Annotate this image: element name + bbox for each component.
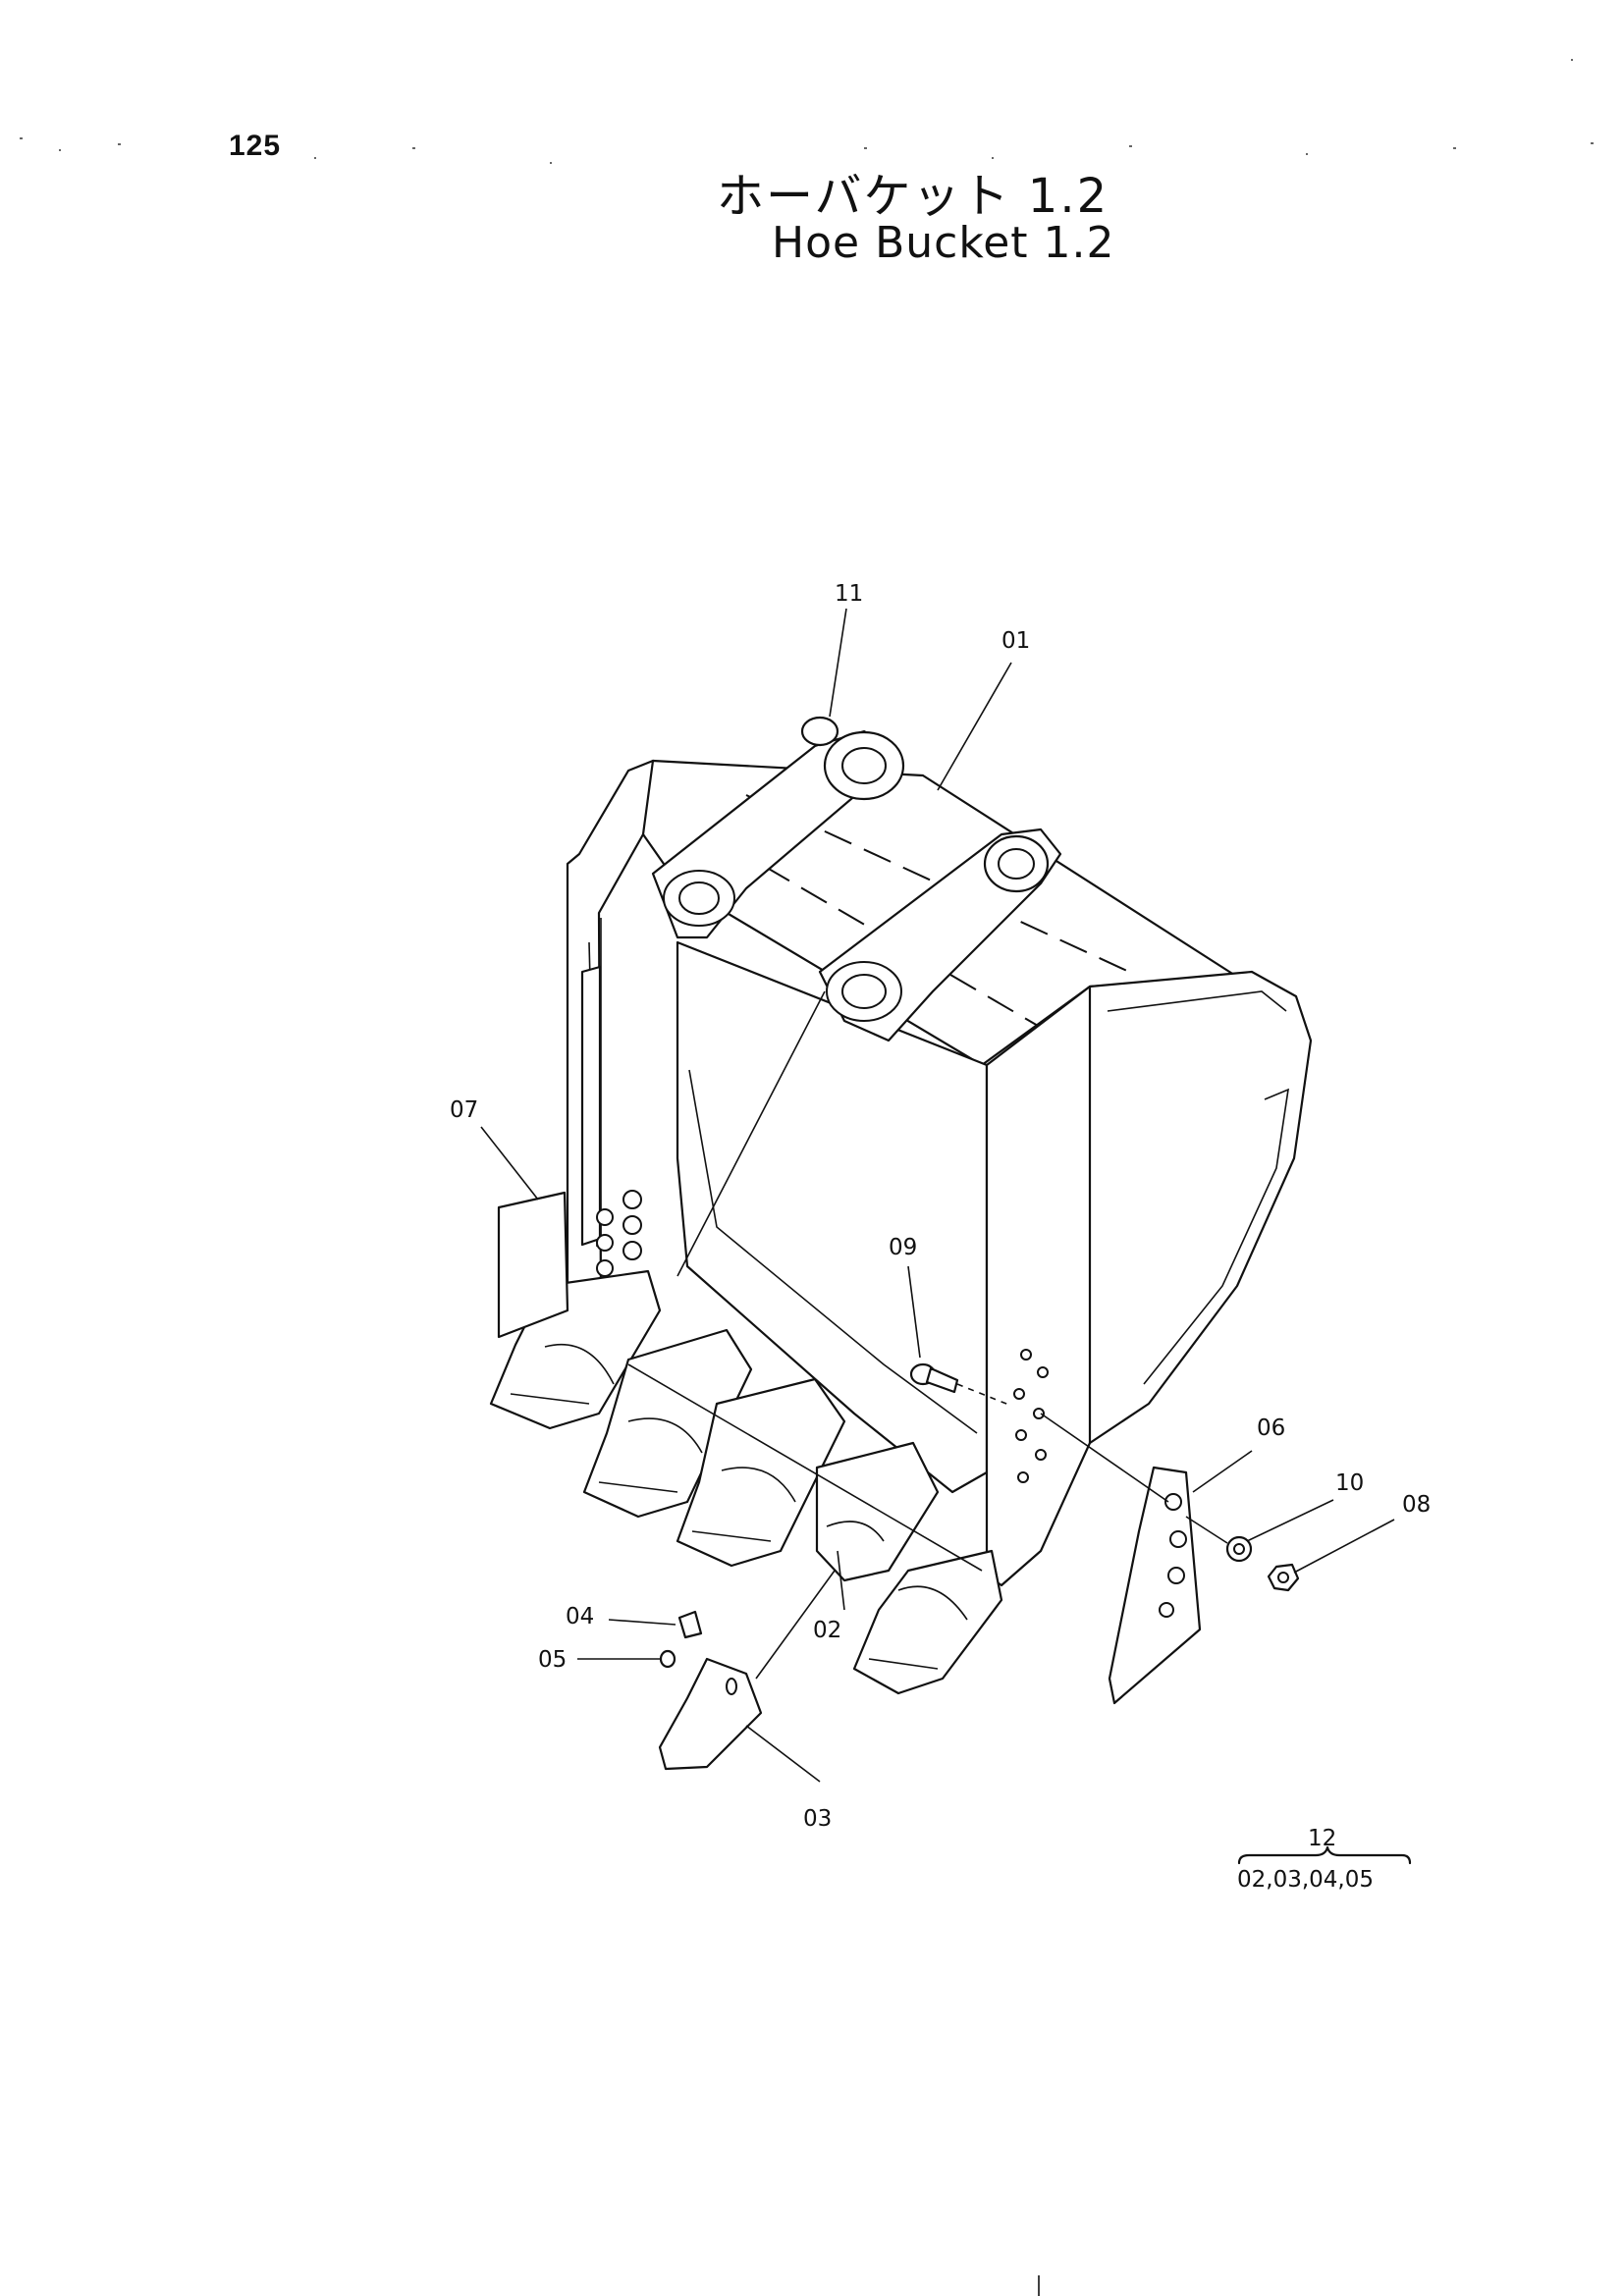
callout-08: 08 [1402, 1492, 1431, 1518]
part-05-lock [659, 1649, 676, 1669]
left-wear-strip [580, 965, 602, 1247]
callout-09: 09 [889, 1235, 917, 1260]
bucket-teeth [489, 1269, 1003, 1695]
part-07-left-cutter [497, 1191, 569, 1339]
assembly-note: 12 02,03,04,05 [1237, 1826, 1412, 1893]
callout-02: 02 [813, 1618, 841, 1643]
part-04-pin [677, 1610, 703, 1639]
title-english: Hoe Bucket 1.2 [772, 218, 1115, 268]
callout-11: 11 [835, 581, 863, 607]
mounting-brackets [651, 716, 1062, 1042]
leader-lines [480, 608, 1395, 1783]
assembly-number: 12 [1308, 1826, 1336, 1851]
assembly-members: 02,03,04,05 [1237, 1867, 1374, 1893]
part-09-bolt [909, 1362, 1012, 1407]
part-10-washer [1225, 1535, 1253, 1563]
callout-05: 05 [538, 1647, 567, 1673]
part-06-right-cutter [1108, 1466, 1202, 1705]
callout-10: 10 [1335, 1470, 1364, 1496]
part-08-nut [1267, 1563, 1300, 1592]
left-bolt-holes [596, 1190, 642, 1277]
callout-07: 07 [450, 1097, 478, 1123]
callout-01: 01 [1001, 628, 1030, 654]
part-03-tooth-point [658, 1657, 763, 1771]
page-number: 125 [229, 130, 282, 162]
right-cutter-holes [1159, 1493, 1187, 1618]
title-japanese: ホーバケット 1.2 [717, 169, 1109, 224]
callout-03: 03 [803, 1806, 832, 1832]
scan-noise [20, 59, 1594, 164]
callout-06: 06 [1257, 1415, 1285, 1441]
callout-04: 04 [566, 1604, 594, 1629]
